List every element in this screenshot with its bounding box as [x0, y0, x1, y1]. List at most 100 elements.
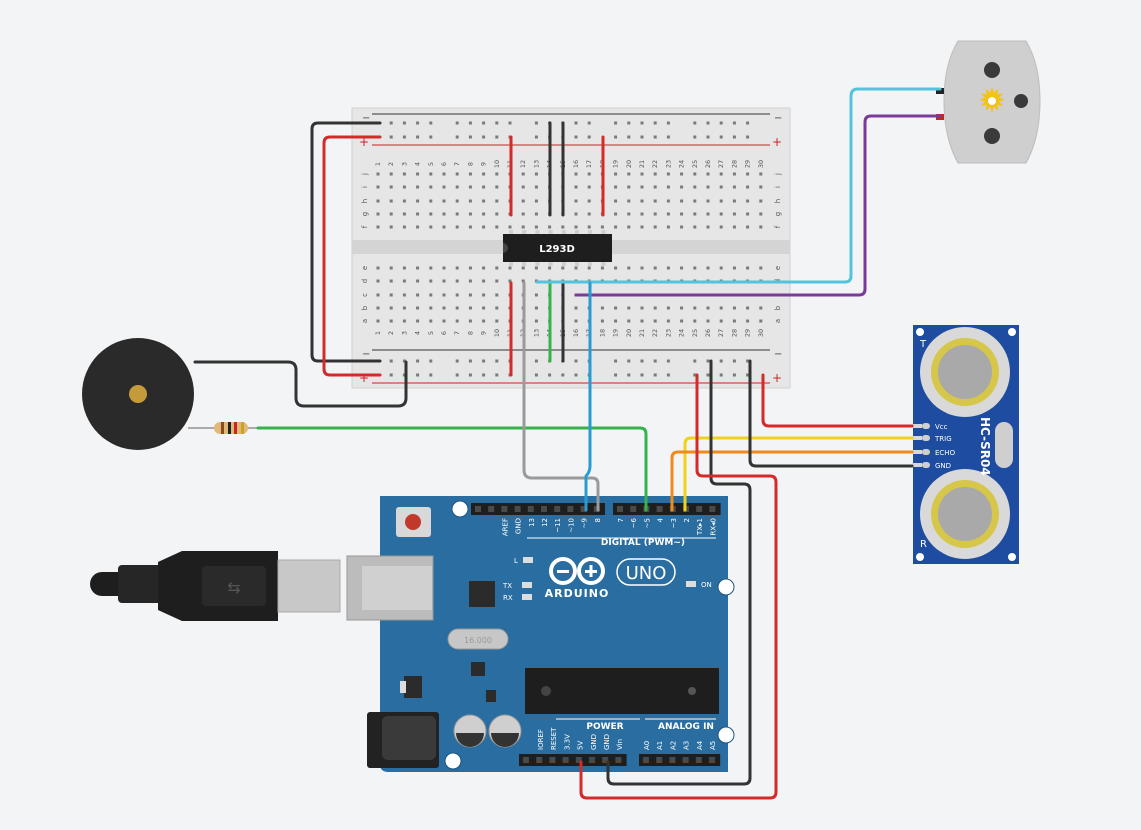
breadboard-hole[interactable] — [746, 185, 750, 189]
digital-header-pin[interactable] — [554, 506, 561, 512]
breadboard-hole[interactable] — [719, 266, 723, 270]
rail-hole[interactable] — [614, 121, 618, 125]
breadboard-hole[interactable] — [495, 225, 499, 229]
breadboard-hole[interactable] — [495, 279, 499, 283]
rail-hole[interactable] — [627, 135, 631, 139]
breadboard-hole[interactable] — [680, 172, 684, 176]
power-header-pin[interactable] — [536, 757, 543, 763]
breadboard-hole[interactable] — [600, 225, 604, 229]
breadboard-hole[interactable] — [376, 279, 380, 283]
rail-hole[interactable] — [640, 359, 644, 363]
breadboard-hole[interactable] — [614, 185, 618, 189]
breadboard-hole[interactable] — [653, 266, 657, 270]
wire-blue-ic[interactable] — [584, 281, 592, 512]
rail-hole[interactable] — [666, 135, 670, 139]
breadboard-hole[interactable] — [706, 212, 710, 216]
sensor-pin[interactable] — [912, 450, 922, 454]
breadboard-hole[interactable] — [627, 172, 631, 176]
rail-hole[interactable] — [468, 121, 472, 125]
breadboard-hole[interactable] — [587, 199, 591, 203]
power-header-pin[interactable] — [575, 757, 582, 763]
breadboard-hole[interactable] — [680, 225, 684, 229]
breadboard-hole[interactable] — [402, 212, 406, 216]
breadboard-hole[interactable] — [719, 199, 723, 203]
rail-hole[interactable] — [402, 359, 406, 363]
rail-hole[interactable] — [416, 135, 420, 139]
breadboard-hole[interactable] — [429, 319, 433, 323]
breadboard-hole[interactable] — [600, 319, 604, 323]
breadboard-hole[interactable] — [732, 266, 736, 270]
breadboard-hole[interactable] — [521, 172, 525, 176]
rail-hole[interactable] — [402, 373, 406, 377]
breadboard-hole[interactable] — [508, 266, 512, 270]
breadboard-hole[interactable] — [468, 225, 472, 229]
rail-hole[interactable] — [706, 135, 710, 139]
breadboard-hole[interactable] — [666, 212, 670, 216]
breadboard-hole[interactable] — [482, 172, 486, 176]
analog-header-pin[interactable] — [669, 757, 676, 763]
breadboard-hole[interactable] — [574, 199, 578, 203]
breadboard-hole[interactable] — [534, 293, 538, 297]
rail-hole[interactable] — [653, 373, 657, 377]
breadboard-hole[interactable] — [534, 199, 538, 203]
breadboard-hole[interactable] — [693, 306, 697, 310]
breadboard-hole[interactable] — [759, 266, 763, 270]
breadboard-hole[interactable] — [627, 306, 631, 310]
rail-hole[interactable] — [627, 121, 631, 125]
rail-hole[interactable] — [614, 373, 618, 377]
breadboard-hole[interactable] — [416, 172, 420, 176]
rail-hole[interactable] — [455, 121, 459, 125]
breadboard-hole[interactable] — [693, 225, 697, 229]
rail-hole[interactable] — [653, 359, 657, 363]
breadboard-hole[interactable] — [429, 185, 433, 189]
breadboard-hole[interactable] — [416, 199, 420, 203]
digital-header-pin[interactable] — [696, 506, 703, 512]
breadboard-hole[interactable] — [746, 306, 750, 310]
breadboard-hole[interactable] — [640, 185, 644, 189]
breadboard-hole[interactable] — [574, 225, 578, 229]
rail-hole[interactable] — [706, 359, 710, 363]
breadboard-hole[interactable] — [442, 266, 446, 270]
breadboard-hole[interactable] — [640, 199, 644, 203]
breadboard-hole[interactable] — [666, 185, 670, 189]
breadboard-hole[interactable] — [442, 306, 446, 310]
breadboard-hole[interactable] — [587, 212, 591, 216]
rail-hole[interactable] — [719, 359, 723, 363]
resistor[interactable] — [188, 422, 258, 434]
breadboard-hole[interactable] — [640, 225, 644, 229]
breadboard-hole[interactable] — [376, 185, 380, 189]
analog-header-pin[interactable] — [695, 757, 702, 763]
l293d-chip[interactable]: L293D — [503, 230, 612, 266]
breadboard-hole[interactable] — [468, 319, 472, 323]
breadboard-hole[interactable] — [719, 225, 723, 229]
breadboard-hole[interactable] — [442, 199, 446, 203]
breadboard-hole[interactable] — [455, 212, 459, 216]
breadboard-hole[interactable] — [389, 199, 393, 203]
breadboard-hole[interactable] — [402, 172, 406, 176]
rail-hole[interactable] — [495, 373, 499, 377]
breadboard-hole[interactable] — [614, 199, 618, 203]
breadboard-hole[interactable] — [706, 266, 710, 270]
power-header-pin[interactable] — [562, 757, 569, 763]
breadboard-hole[interactable] — [640, 172, 644, 176]
breadboard-hole[interactable] — [640, 319, 644, 323]
rail-hole[interactable] — [482, 359, 486, 363]
breadboard-hole[interactable] — [376, 199, 380, 203]
breadboard-hole[interactable] — [455, 225, 459, 229]
breadboard-hole[interactable] — [614, 172, 618, 176]
rail-hole[interactable] — [653, 121, 657, 125]
breadboard-hole[interactable] — [468, 306, 472, 310]
rail-hole[interactable] — [495, 121, 499, 125]
breadboard-hole[interactable] — [429, 279, 433, 283]
breadboard-hole[interactable] — [429, 172, 433, 176]
breadboard-hole[interactable] — [402, 293, 406, 297]
analog-header[interactable] — [639, 754, 721, 766]
breadboard-hole[interactable] — [482, 293, 486, 297]
breadboard-hole[interactable] — [389, 266, 393, 270]
breadboard-hole[interactable] — [508, 279, 512, 283]
digital-header-pin[interactable] — [709, 506, 716, 512]
breadboard-hole[interactable] — [693, 319, 697, 323]
breadboard-hole[interactable] — [468, 212, 472, 216]
digital-header-pin[interactable] — [617, 506, 623, 512]
breadboard-hole[interactable] — [732, 172, 736, 176]
